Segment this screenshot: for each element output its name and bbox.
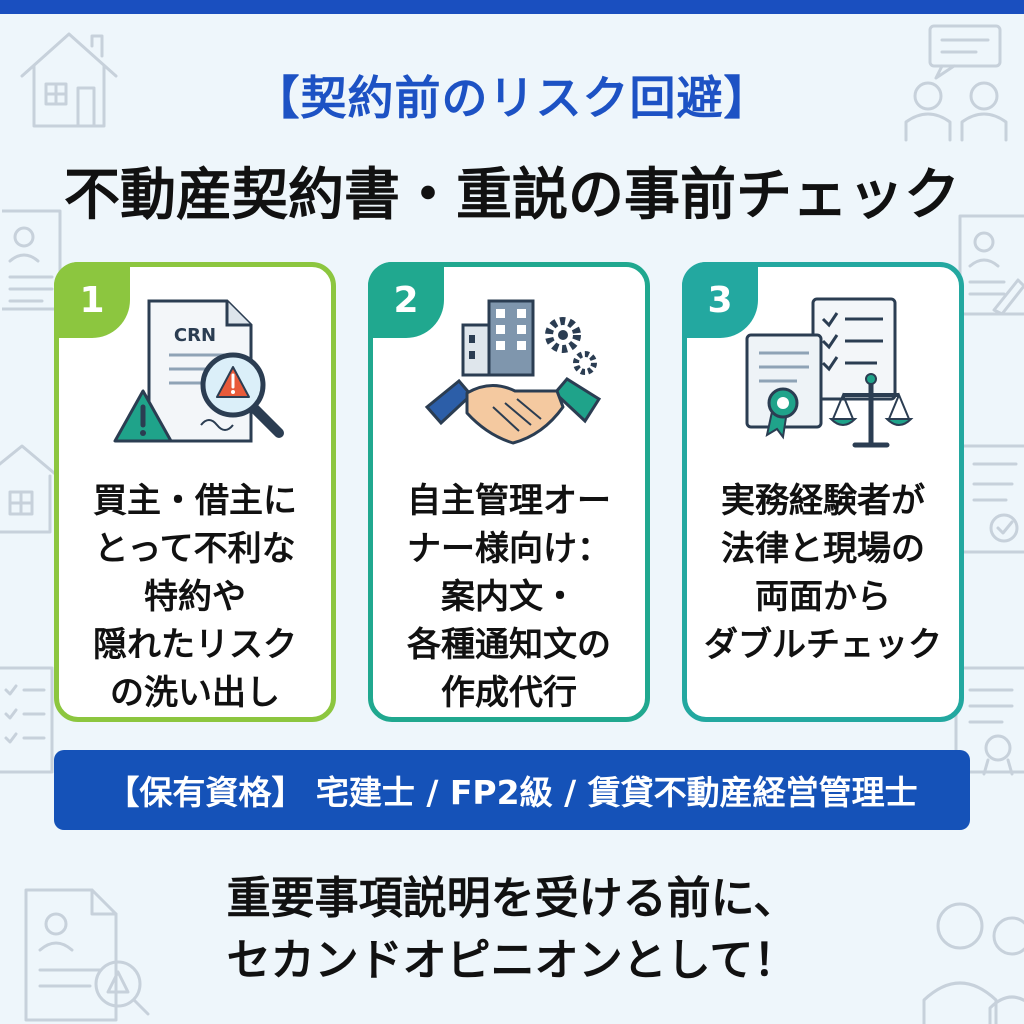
card-text-line: ダブルチェック (704, 625, 942, 665)
card-description: 買主・借主に とって不利な 特約や 隠れたリスク の洗い出し (65, 477, 325, 717)
svg-text:CRN: CRN (174, 325, 216, 346)
document-pencil-icon (958, 214, 1024, 316)
checklist-certificate-scales-icon (745, 297, 914, 448)
card-text-line: 実務経験者が (721, 481, 925, 521)
card-text-line: 案内文・ (441, 577, 577, 617)
stamped-document-icon (954, 666, 1024, 776)
card-description: 実務経験者が 法律と現場の 両面から ダブルチェック (693, 477, 953, 669)
document-magnifier-warning-icon: CRN (113, 299, 284, 443)
card-text-line: 法律と現場の (721, 529, 925, 569)
checklist-icon (0, 666, 54, 774)
card-number-badge: 3 (682, 262, 758, 338)
service-card-3: 3 実務経験者が 法律と現場の 両面から ダブルチェック (682, 262, 964, 722)
card-number-badge: 1 (54, 262, 130, 338)
person-icon (922, 902, 1024, 1024)
top-accent-bar (0, 0, 1024, 14)
service-card-1: 1 CRN 買主・借主に とって不利な 特約や 隠れたリスク の洗い出し (54, 262, 336, 722)
closing-message: 重要事項説明を受ける前に、 セカンドオピニオンとして！ (0, 868, 1024, 992)
document-warning-icon (24, 888, 150, 1022)
card-text-line: の洗い出し (110, 673, 280, 713)
card-text-line: 特約や (144, 577, 246, 617)
card-number-badge: 2 (368, 262, 444, 338)
page-subtitle: 【契約前のリスク回避】 (253, 71, 771, 125)
qualifications-banner: 【保有資格】 宅建士 / FP2級 / 賃貸不動産経営管理士 (54, 750, 970, 830)
card-text-line: 自主管理オー (407, 481, 611, 521)
service-card-2: 2 自主管理オー ナー様向け： 案内文・ 各種通知文の 作成代行 (368, 262, 650, 722)
card-text-line: とって不利な (94, 529, 296, 569)
chat-people-icon (904, 24, 1008, 142)
card-text-line: 作成代行 (441, 673, 577, 713)
closing-line: セカンドオピニオンとして！ (226, 935, 798, 986)
card-text-line: 各種通知文の (407, 625, 611, 665)
card-text-line: ナー様向け： (407, 529, 611, 569)
house-icon (20, 32, 118, 128)
house-icon (0, 444, 60, 534)
card-text-line: 買主・借主に (93, 481, 297, 521)
page-title: 不動産契約書・重説の事前チェック (64, 163, 960, 228)
card-text-line: 両面から (755, 577, 891, 617)
closing-line: 重要事項説明を受ける前に、 (226, 873, 798, 924)
card-text-line: 隠れたリスク (93, 625, 297, 665)
profile-document-icon (2, 209, 62, 311)
building-handshake-gears-icon (424, 299, 602, 445)
card-description: 自主管理オー ナー様向け： 案内文・ 各種通知文の 作成代行 (379, 477, 639, 717)
